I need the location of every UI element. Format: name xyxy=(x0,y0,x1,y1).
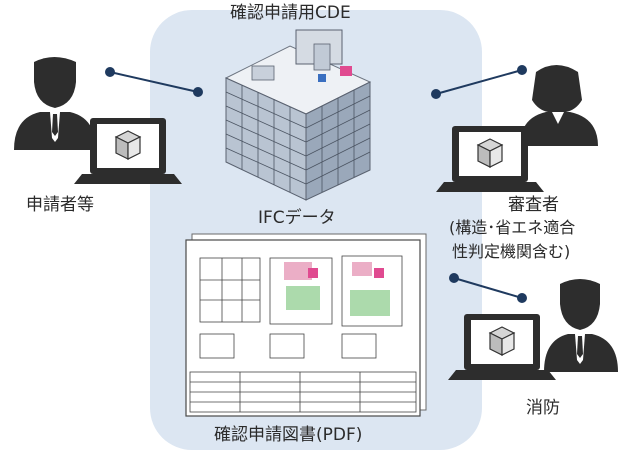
applicant-label: 申請者等 xyxy=(26,195,94,215)
building-model-icon xyxy=(114,130,142,160)
laptop-icon xyxy=(74,118,182,184)
connector-dot xyxy=(517,293,527,303)
drawing-sheet-icon xyxy=(185,233,427,417)
connector-fire xyxy=(453,277,523,299)
person-icon xyxy=(544,279,618,372)
connector-dot xyxy=(449,273,459,283)
building-model-icon xyxy=(476,138,504,168)
examiner-sublabel-line1: (構造･省エネ適合 xyxy=(449,218,576,237)
building-model-icon xyxy=(488,326,516,356)
examiner-sublabel-line2: 性判定機関含む) xyxy=(452,242,571,261)
connector-dot xyxy=(193,87,203,97)
connector-dot xyxy=(105,67,115,77)
connector-dot xyxy=(517,65,527,75)
ifc-data-label: IFCデータ xyxy=(258,208,336,228)
person-icon xyxy=(520,65,598,146)
laptop-icon xyxy=(448,314,556,380)
cde-title: 確認申請用CDE xyxy=(230,3,351,23)
person-icon xyxy=(14,57,96,150)
building-model-icon xyxy=(224,29,372,201)
laptop-icon xyxy=(436,126,544,192)
examiner-label: 審査者 xyxy=(508,195,559,215)
fire-department-label: 消防 xyxy=(526,398,560,418)
connector-examiner xyxy=(435,69,523,95)
connector-applicant xyxy=(109,71,199,93)
pdf-documents-label: 確認申請図書(PDF) xyxy=(214,425,363,445)
connector-dot xyxy=(431,89,441,99)
